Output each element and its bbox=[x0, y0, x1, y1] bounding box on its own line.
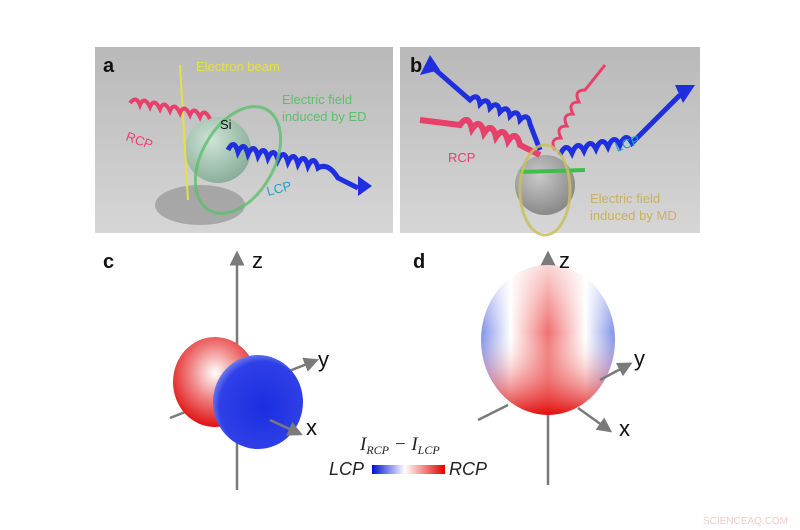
electron-beam-label: Electron beam bbox=[196, 59, 280, 74]
rcp-helix-in bbox=[419, 116, 542, 158]
emission-pattern-shading bbox=[481, 265, 615, 415]
electron-beam-line bbox=[179, 64, 189, 201]
ed-field-label-1: Electric field bbox=[282, 92, 352, 107]
legend-lcp: LCP bbox=[329, 459, 364, 479]
colorbar bbox=[372, 465, 445, 474]
lcp-lobe bbox=[213, 355, 303, 449]
legend-rcp: RCP bbox=[449, 459, 487, 479]
y-label: y bbox=[318, 347, 329, 372]
md-field-label-1: Electric field bbox=[590, 191, 660, 206]
watermark: SCIENCEAQ.COM bbox=[703, 516, 788, 527]
lcp-arrow-head bbox=[358, 176, 372, 196]
panel-d: d z y x bbox=[413, 248, 645, 485]
panel-d-letter: d bbox=[413, 251, 425, 273]
arrow-head bbox=[675, 85, 695, 103]
panel-c: c z y x bbox=[103, 248, 329, 490]
md-field-loop bbox=[518, 143, 572, 237]
panel-a-letter: a bbox=[103, 55, 115, 77]
z-label: z bbox=[559, 248, 570, 273]
ed-field-label-2: induced by ED bbox=[282, 109, 367, 124]
y-axis bbox=[599, 362, 633, 382]
legend-title: IRCP − ILCP bbox=[359, 434, 440, 457]
rcp-helix-out bbox=[551, 64, 607, 151]
lcp-helix-out bbox=[428, 63, 543, 151]
panel-b-letter: b bbox=[410, 55, 422, 77]
md-electric-arrow bbox=[519, 168, 586, 174]
panel-b: b RCP LCP Electric field induced by MD bbox=[400, 47, 700, 237]
shadow bbox=[155, 185, 245, 225]
x-label: x bbox=[619, 416, 630, 441]
colorbar-legend: IRCP − ILCP LCP RCP bbox=[329, 434, 487, 479]
panel-a: a Electron beam Electric field induced b… bbox=[95, 47, 393, 233]
rcp-helix bbox=[128, 97, 212, 122]
z-label: z bbox=[252, 248, 263, 273]
lcp-helix-in bbox=[557, 93, 682, 159]
x-axis bbox=[577, 406, 613, 433]
x-label: x bbox=[306, 415, 317, 440]
arrow-head bbox=[420, 55, 440, 75]
si-sphere bbox=[185, 117, 251, 183]
panel-c-letter: c bbox=[103, 251, 114, 273]
y-label: y bbox=[634, 346, 645, 371]
ed-field-loop bbox=[193, 105, 283, 215]
md-field-label-2: induced by MD bbox=[590, 208, 677, 223]
y-axis-back bbox=[477, 403, 509, 422]
si-label: Si bbox=[220, 117, 232, 132]
lcp-label: LCP bbox=[265, 178, 293, 199]
rcp-label: RCP bbox=[448, 150, 475, 165]
x-axis bbox=[269, 418, 303, 436]
